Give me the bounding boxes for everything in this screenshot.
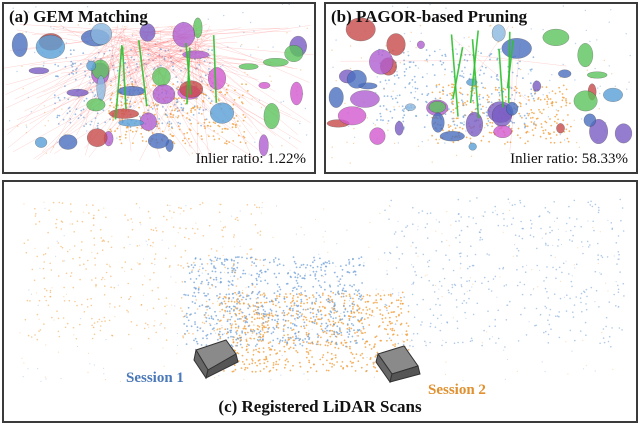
- panel-b-title: (b) PAGOR-based Pruning: [331, 7, 528, 26]
- gaussian-ellipsoids: [326, 17, 633, 151]
- panel-b-inlier-ratio: Inlier ratio: 58.33%: [510, 151, 628, 167]
- panel-a-inlier-ratio: Inlier ratio: 1.22%: [195, 151, 306, 167]
- session-1-label: Session 1: [126, 370, 184, 386]
- panel-pagor-pruning: (b) PAGOR-based Pruning Inlier ratio: 58…: [324, 2, 638, 174]
- gem-matching-visualization: [4, 4, 314, 165]
- panel-gem-matching: (a) GEM Matching Inlier ratio: 1.22%: [2, 2, 316, 174]
- panel-a-title: (a) GEM Matching: [9, 7, 148, 26]
- pagor-pruning-visualization: [326, 4, 633, 164]
- session-2-label: Session 2: [428, 382, 486, 398]
- lidar-point-cloud: [19, 197, 625, 382]
- registered-lidar-visualization: [19, 197, 625, 384]
- panel-c-title: (c) Registered LiDAR Scans: [218, 397, 422, 416]
- vehicle-session-1-icon: [193, 339, 239, 380]
- vehicle-session-2-icon: [375, 345, 421, 384]
- inlier-matches: [450, 30, 515, 119]
- correspondence-lines: [4, 23, 314, 165]
- panel-registered-scans: Session 1 Session 2 (c) Registered LiDAR…: [2, 180, 638, 423]
- inlier-matches: [114, 35, 218, 120]
